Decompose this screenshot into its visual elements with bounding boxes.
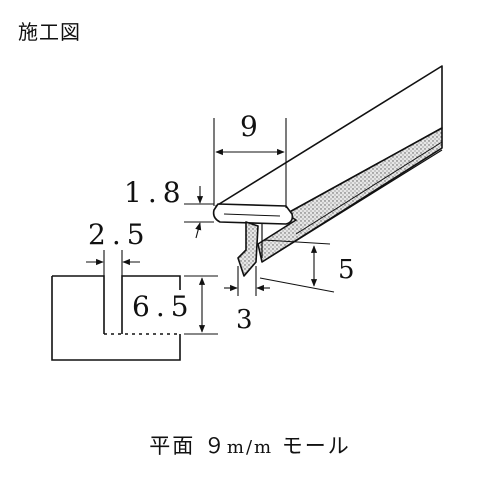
right-panel: [121, 275, 181, 334]
drawing-title: 施工図: [18, 20, 81, 44]
dim-label-height: 5: [338, 255, 355, 285]
dim-label-stem: 3: [236, 305, 253, 335]
dimension-lines: [86, 118, 335, 335]
profile-section: [212, 203, 294, 277]
caption-text: 平面 ９: [149, 434, 227, 458]
molding-strip: [215, 65, 443, 263]
caption-unit: m/m: [226, 437, 274, 458]
caption-suffix: モール: [281, 434, 351, 458]
dim-label-width: 9: [240, 110, 258, 143]
dim-label-depth: 6.5: [132, 290, 195, 323]
dim-label-thickness: 1.8: [124, 176, 187, 209]
profile-stem: [237, 221, 259, 277]
profile-inner: [223, 213, 281, 217]
drawing-caption: 平面 ９m/m モール: [0, 430, 500, 460]
profile-cap: [212, 203, 294, 225]
dim-label-gap: 2.5: [88, 218, 151, 251]
